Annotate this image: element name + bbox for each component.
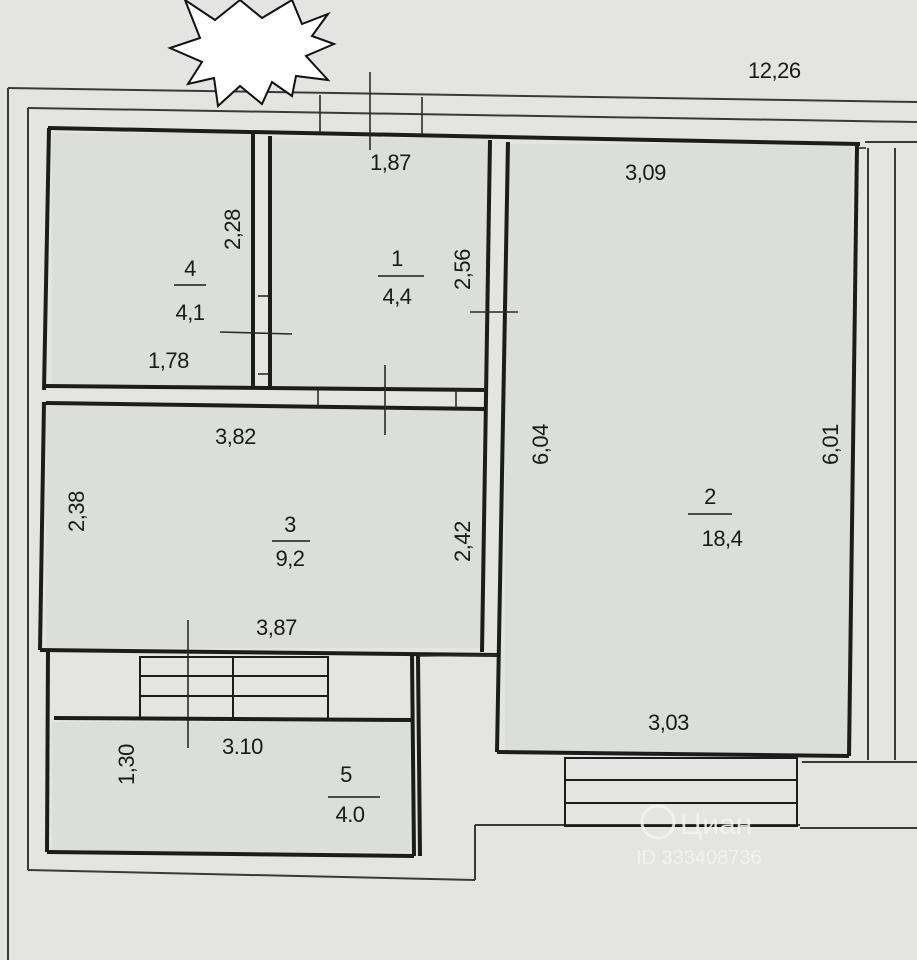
room5-top-dimension: 3.10	[222, 734, 263, 759]
room3-top-dimension: 3,82	[215, 424, 256, 449]
room-fills	[46, 133, 852, 852]
walls	[38, 126, 861, 858]
watermark-id: ID 333408736	[636, 847, 762, 869]
room3-bottom-dimension: 3,87	[256, 615, 297, 640]
room4-bottom-dimension: 1,78	[148, 348, 189, 373]
room2-right-dimension: 6,01	[818, 424, 843, 465]
stairs-left	[139, 656, 329, 720]
room5-left-dimension: 1,30	[114, 744, 139, 785]
room-3-fill	[46, 406, 482, 648]
room2-bottom-dimension: 3,03	[648, 710, 689, 735]
room5-area: 4.0	[335, 802, 364, 827]
watermark-brand: Циан	[680, 808, 752, 841]
room1-area: 4,4	[382, 284, 411, 309]
room1-number: 1	[391, 246, 403, 271]
room3-area: 9,2	[275, 546, 304, 571]
room-4-fill	[52, 133, 252, 386]
redaction-burst	[167, 0, 337, 109]
watermark-logo-icon	[640, 804, 676, 840]
overall-dimension: 12,26	[748, 58, 801, 83]
room2-left-dimension: 6,04	[528, 424, 553, 465]
room2-top-dimension: 3,09	[625, 160, 666, 185]
room-2-fill	[505, 144, 852, 754]
room2-area: 18,4	[702, 526, 743, 551]
room2-number: 2	[704, 484, 716, 509]
room1-top-dimension: 1,87	[370, 150, 411, 175]
room4-side-dimension: 2,28	[220, 209, 245, 250]
room4-area: 4,1	[175, 300, 204, 325]
watermark: Циан ID 333408736	[636, 804, 762, 869]
room5-number: 5	[340, 762, 352, 787]
room1-side-dimension: 2,56	[450, 249, 475, 290]
stairs-right	[564, 757, 798, 827]
room3-left-dimension: 2,38	[64, 491, 89, 532]
labels: 12,26 1,87 2,56 2,28 1,78 3,82 2,38 2,42…	[64, 58, 843, 827]
room-5-fill	[52, 722, 410, 852]
wall-details	[187, 72, 866, 748]
room3-right-dimension: 2,42	[450, 521, 475, 562]
room3-number: 3	[284, 512, 296, 537]
room4-number: 4	[184, 256, 196, 281]
room-1-fill	[272, 138, 488, 388]
